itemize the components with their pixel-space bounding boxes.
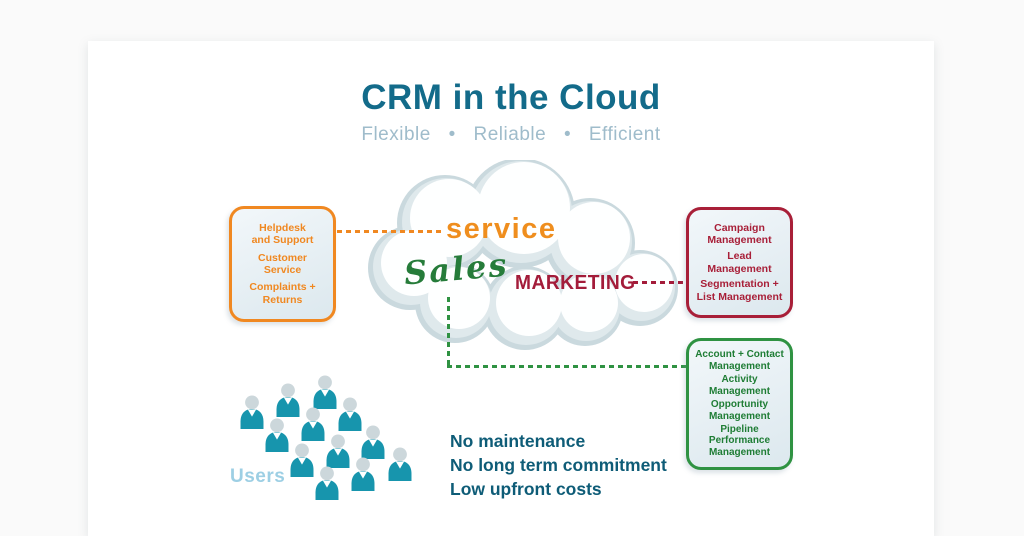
benefit-line: No long term commitment bbox=[450, 455, 667, 475]
marketing-label: MARKETING bbox=[515, 272, 636, 294]
marketing-box-item: Segmentation + List Management bbox=[696, 278, 783, 303]
sales-feature-box: Account + Contact Management Activity Ma… bbox=[686, 338, 793, 470]
user-icon bbox=[265, 418, 289, 452]
service-box-item: Complaints + Returns bbox=[249, 281, 316, 306]
sales-box-item: Opportunity Management bbox=[708, 398, 771, 422]
user-icon bbox=[338, 397, 362, 431]
user-icon bbox=[361, 425, 385, 459]
sales-box-item: Account + Contact Management bbox=[695, 349, 784, 372]
service-feature-box: Helpdesk and Support Customer Service Co… bbox=[229, 206, 336, 322]
user-icon bbox=[351, 457, 375, 491]
marketing-feature-box: Campaign Management Lead Management Segm… bbox=[686, 207, 793, 318]
benefit-line: No maintenance bbox=[450, 431, 586, 451]
sales-box-item: Activity Management bbox=[708, 373, 771, 397]
marketing-box-item: Campaign Management bbox=[707, 222, 772, 247]
user-icon bbox=[290, 443, 314, 477]
sales-connector-line-vertical bbox=[447, 297, 450, 367]
user-icon bbox=[301, 407, 325, 441]
user-icon bbox=[315, 466, 339, 500]
benefits-list: No maintenance No long term commitment L… bbox=[450, 429, 667, 501]
service-box-item: Customer Service bbox=[257, 251, 307, 276]
service-connector-line bbox=[337, 230, 443, 233]
page-title: CRM in the Cloud bbox=[361, 78, 661, 117]
service-label: service bbox=[446, 213, 557, 245]
cloud-icon bbox=[368, 160, 678, 350]
users-label: Users bbox=[230, 466, 286, 487]
user-icon bbox=[388, 447, 412, 481]
page-subtitle: Flexible • Reliable • Efficient bbox=[361, 124, 661, 145]
user-icon bbox=[240, 395, 264, 429]
service-box-item: Helpdesk and Support bbox=[251, 222, 314, 247]
marketing-connector-line bbox=[633, 281, 686, 284]
user-icon bbox=[326, 434, 350, 468]
sales-connector-line-horizontal bbox=[447, 365, 686, 368]
marketing-box-item: Lead Management bbox=[707, 250, 772, 275]
benefit-line: Low upfront costs bbox=[450, 479, 602, 499]
user-icon bbox=[276, 383, 300, 417]
user-icon bbox=[313, 375, 337, 409]
sales-box-item: Pipeline Performance Management bbox=[708, 423, 771, 459]
